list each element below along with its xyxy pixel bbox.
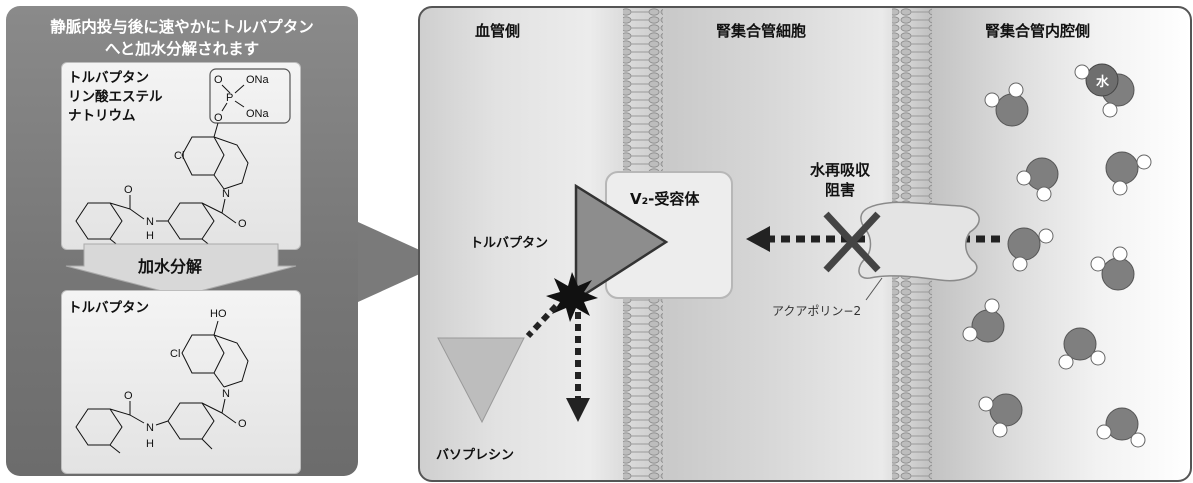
water-molecule [984, 82, 1029, 127]
binding-star [546, 272, 598, 322]
vasopressin-label: バソプレシン [436, 448, 515, 463]
col-lumen-side: 腎集合管内腔側 [985, 22, 1091, 40]
atom-ona: ONa [246, 108, 270, 120]
tolvaptan-label: トルバプタン [470, 236, 549, 251]
panel-title: 静脈内投与後に速やかにトルバプタン へと加水分解されます [6, 16, 358, 60]
panel-title-line1: 静脈内投与後に速やかにトルバプタン [50, 18, 314, 36]
inhibition-label: 水再吸収 阻害 [800, 160, 880, 200]
atom-ona: ONa [246, 74, 270, 86]
atom-o: O [124, 390, 133, 402]
water-molecule-labeled [1074, 63, 1119, 97]
tolvaptan-triangle [574, 183, 669, 303]
atom-n: N [222, 388, 230, 400]
dotted-arrow [525, 303, 559, 339]
water-molecule [1058, 327, 1106, 370]
prodrug-card: トルバプタン リン酸エステル ナトリウム O P ONa ONa O Cl N … [61, 62, 301, 250]
prodrug-name-line3: ナトリウム [68, 108, 136, 124]
atom-o: O [238, 218, 247, 230]
tolvaptan-name: トルバプタン [68, 300, 149, 316]
water-molecule [1016, 157, 1059, 202]
atom-o: O [124, 184, 133, 196]
inhibition-label-line1: 水再吸収 [809, 161, 870, 179]
prodrug-name-line1: トルバプタン [68, 70, 149, 86]
atom-n: N [222, 188, 230, 200]
hydrolysis-label: 加水分解 [138, 257, 203, 276]
water-molecule [1096, 407, 1146, 448]
col-blood-side: 血管側 [475, 22, 521, 40]
arrow-head [746, 226, 770, 252]
prodrug-name: トルバプタン リン酸エステル ナトリウム [68, 69, 163, 126]
water-molecule [1007, 227, 1054, 272]
atom-h: H [146, 438, 154, 450]
mechanism-panel: 血管側 腎集合管細胞 腎集合管内腔側 V₂-受容体 トルバプタン バソプレシン … [418, 6, 1192, 482]
phosphate-box [209, 68, 291, 124]
aquaporin-leader-line [865, 277, 883, 301]
water-molecule [962, 298, 1005, 343]
atom-o: O [214, 112, 223, 124]
atom-o: O [214, 74, 223, 86]
atom-ho: HO [210, 308, 227, 320]
arrow-head [566, 398, 590, 422]
aquaporin-label: アクアポリン−2 [772, 304, 862, 318]
atom-cl: Cl [174, 150, 184, 162]
inhibition-cross-icon [823, 211, 881, 273]
atom-n: N [146, 216, 154, 228]
water-label: 水 [1095, 75, 1109, 90]
water-molecule [1105, 151, 1152, 196]
membranes [437, 8, 1152, 480]
atom-h: H [146, 230, 154, 242]
water-molecule [978, 393, 1023, 438]
inhibition-label-line2: 阻害 [824, 181, 855, 199]
prodrug-structure: O P ONa ONa O Cl N O N H O [75, 68, 291, 248]
water-molecule [1090, 246, 1135, 291]
prodrug-name-line2: リン酸エステル [68, 89, 163, 105]
tolvaptan-structure: HO Cl N O N H O [75, 308, 249, 454]
panel-title-line2: へと加水分解されます [104, 40, 260, 58]
hydrolysis-panel: 静脈内投与後に速やかにトルバプタン へと加水分解されます トルバプタン リン酸エ… [6, 6, 358, 476]
aquaporin-2-channel [858, 201, 980, 282]
v2-receptor-label: V₂-受容体 [630, 190, 700, 208]
hydrolysis-arrow [65, 243, 297, 297]
atom-o: O [238, 418, 247, 430]
atom-p: P [226, 92, 233, 104]
tolvaptan-card: トルバプタン HO Cl N O N H O [61, 290, 301, 474]
vasopressin-triangle [437, 337, 525, 424]
col-collecting-duct-cell: 腎集合管細胞 [716, 22, 807, 40]
atom-cl: Cl [170, 348, 180, 360]
atom-n: N [146, 422, 154, 434]
